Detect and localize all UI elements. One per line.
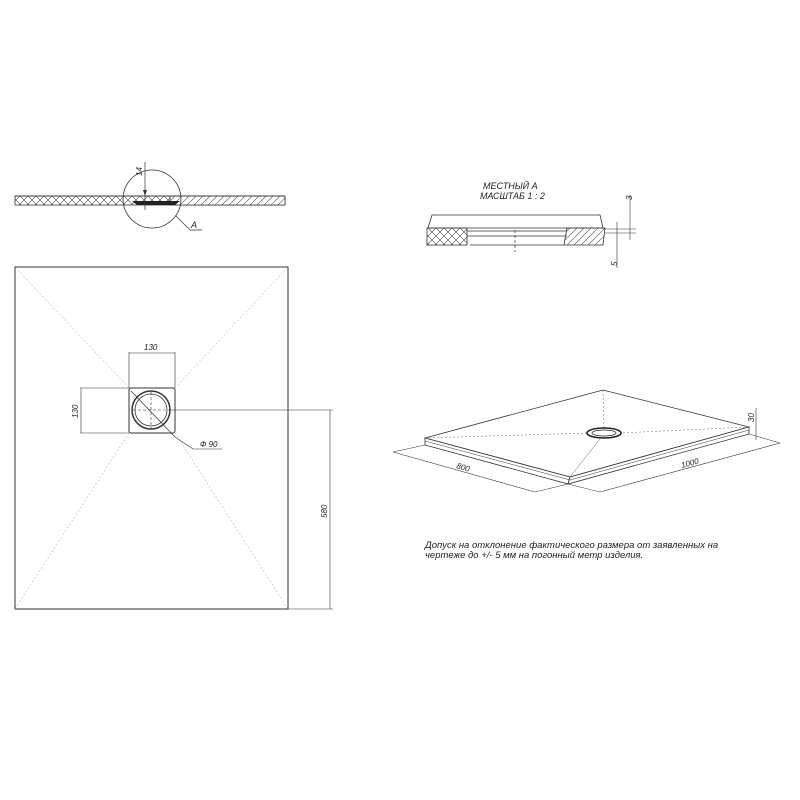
section-view: 14 A — [14, 162, 286, 231]
plan-view: Ф 90 130 130 580 — [14, 266, 333, 610]
iso-length-label: 1000 — [680, 456, 700, 469]
dimension-5-label: 5 — [610, 261, 619, 266]
drain-square — [128, 387, 176, 434]
detail-top-surface — [427, 214, 604, 229]
drain-section — [132, 201, 180, 205]
note-line-2: чертеже до +/- 5 мм на погонный метр изд… — [425, 550, 644, 561]
tolerance-note: Допуск на отклонение фактического размер… — [425, 541, 785, 561]
dimension-3-label: 3 — [625, 195, 634, 200]
drain-height-label: 130 — [71, 404, 80, 418]
detail-callout-circle — [122, 169, 182, 229]
isometric-view: 800 1000 30 — [392, 389, 781, 493]
drain-width-label: 130 — [144, 343, 158, 352]
tray-outline — [14, 266, 289, 610]
detail-title-line1: МЕСТНЫЙ А — [483, 180, 538, 191]
callout-label-a: A — [190, 220, 197, 230]
iso-height-label: 30 — [747, 413, 756, 422]
diameter-label: Ф 90 — [200, 440, 218, 449]
dimension-14-label: 14 — [135, 167, 144, 176]
detail-title-line2: МАСШТАБ 1 : 2 — [480, 191, 545, 201]
callout-leader — [175, 215, 202, 231]
tray-section-hatch — [169, 195, 286, 206]
iso-width-label: 800 — [455, 461, 471, 473]
detail-view-a: МЕСТНЫЙ А МАСШТАБ 1 : 2 3 5 — [426, 180, 636, 268]
note-line-1: Допуск на отклонение фактического размер… — [425, 540, 719, 551]
drain-offset-label: 580 — [320, 504, 329, 518]
